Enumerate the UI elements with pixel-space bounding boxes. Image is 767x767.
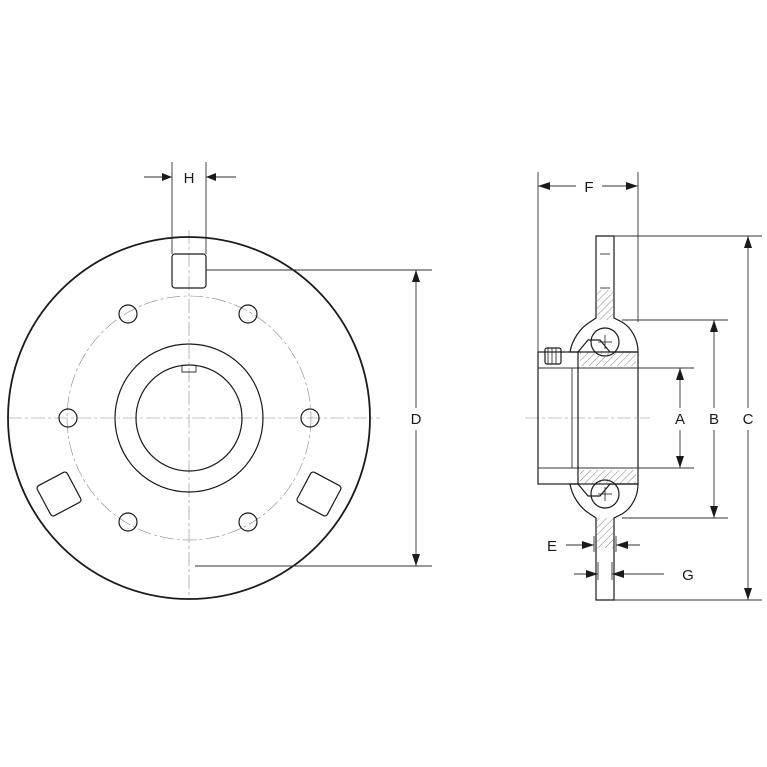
g-label: G	[682, 567, 694, 584]
c-label: C	[743, 411, 754, 428]
flange-plate-top	[569, 235, 639, 353]
flange-plate-bottom	[569, 483, 639, 601]
e-arrow-left	[582, 541, 594, 549]
e-arrow-right	[616, 541, 628, 549]
bolt-hole	[58, 408, 78, 428]
front-view: H D	[7, 162, 432, 600]
b-label: B	[709, 411, 719, 428]
f-arrow-left	[538, 182, 550, 190]
ring-hatch-top	[580, 352, 636, 366]
drive-slot-top	[171, 253, 207, 289]
bolt-hole	[118, 512, 138, 532]
keyway-notch	[181, 366, 197, 373]
e-label: E	[547, 538, 557, 555]
hub-circle	[114, 343, 264, 493]
c-arrow-bottom	[744, 588, 752, 600]
a-label: A	[675, 411, 685, 428]
a-arrow-bottom	[676, 456, 684, 468]
drive-slot-left	[36, 471, 82, 517]
h-arrow-right	[206, 173, 216, 181]
h-arrow-left	[162, 173, 172, 181]
d-label: D	[411, 411, 422, 428]
drive-slot-right	[296, 471, 342, 517]
h-label: H	[184, 170, 195, 187]
b-arrow-top	[710, 320, 718, 332]
ring-hatch-bottom	[580, 470, 636, 484]
c-arrow-top	[744, 236, 752, 248]
d-arrow-bottom	[412, 554, 420, 566]
bolt-hole	[300, 408, 320, 428]
set-screw	[544, 347, 562, 365]
side-section-view: F A B C E	[525, 172, 762, 601]
outer-flange-circle	[7, 236, 371, 600]
g-arrow-right	[612, 570, 624, 578]
f-arrow-right	[626, 182, 638, 190]
a-arrow-top	[676, 368, 684, 380]
f-label: F	[584, 179, 593, 196]
bolt-hole	[238, 304, 258, 324]
flange-hatch-bottom	[597, 518, 613, 548]
d-arrow-top	[412, 270, 420, 282]
flange-hatch-top	[597, 290, 613, 320]
bolt-circle	[66, 295, 312, 541]
bolt-hole	[238, 512, 258, 532]
bolt-hole	[118, 304, 138, 324]
b-arrow-bottom	[710, 506, 718, 518]
bore-circle	[135, 364, 243, 472]
g-arrow-left	[586, 570, 598, 578]
